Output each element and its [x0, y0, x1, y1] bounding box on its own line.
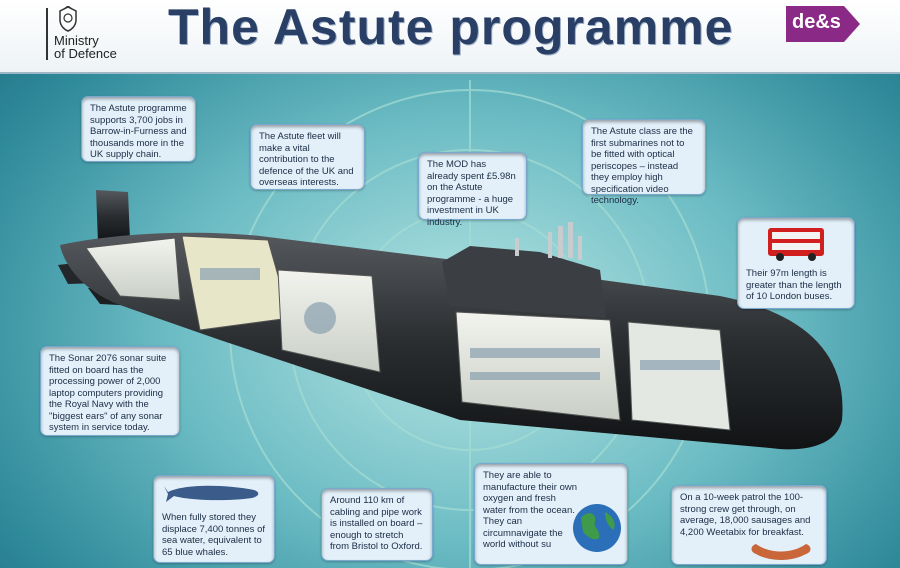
ministry-line1: Ministry	[54, 33, 99, 48]
fact-length-text: Their 97m length is greater than the len…	[746, 268, 842, 302]
page-title: The Astute programme	[168, 0, 734, 55]
sausage-icon	[751, 544, 811, 560]
aft-compartment	[85, 237, 181, 301]
fact-crew-text: On a 10-week patrol the 100-strong crew …	[680, 492, 811, 538]
fact-periscopes: The Astute class are the first submarine…	[582, 119, 706, 206]
des-logo-shape	[786, 6, 860, 42]
fact-whales-text: When fully stored they displace 7,400 to…	[162, 512, 265, 558]
des-logo: de&s	[786, 4, 860, 44]
fact-investment: The MOD has already spent £5.98n on the …	[418, 152, 527, 228]
fact-sonar: The Sonar 2076 sonar suite fitted on boa…	[40, 346, 180, 436]
fact-cabling: Around 110 km of cabling and pipe work i…	[321, 488, 433, 561]
fact-fleet-text: The Astute fleet will make a vital contr…	[259, 131, 354, 188]
des-logo-text: de&s	[792, 11, 841, 33]
submarine-fin	[442, 246, 606, 318]
fact-crew: On a 10-week patrol the 100-strong crew …	[671, 485, 827, 565]
fact-oxygen-text: They are able to manufacture their own o…	[483, 470, 577, 550]
fact-jobs-text: The Astute programme supports 3,700 jobs…	[90, 103, 187, 160]
ministry-name: Ministry of Defence	[54, 34, 117, 60]
fact-length: Their 97m length is greater than the len…	[737, 217, 855, 309]
interior-details	[200, 268, 720, 380]
upper-rudder	[96, 190, 130, 242]
ministry-of-defence-logo: Ministry of Defence	[46, 4, 156, 64]
blue-whale-icon	[164, 485, 259, 502]
header-bar: Ministry of Defence The Astute programme…	[0, 0, 900, 74]
masts	[515, 222, 582, 260]
control-room	[455, 311, 621, 421]
fact-periscopes-text: The Astute class are the first submarine…	[591, 126, 693, 206]
fact-oxygen: They are able to manufacture their own o…	[474, 463, 628, 565]
fact-fleet: The Astute fleet will make a vital contr…	[250, 124, 365, 190]
fact-sonar-text: The Sonar 2076 sonar suite fitted on boa…	[49, 353, 167, 433]
fact-whales: When fully stored they displace 7,400 to…	[153, 475, 275, 563]
globe-icon	[573, 504, 621, 552]
forward-compartment	[627, 321, 731, 431]
fact-cabling-text: Around 110 km of cabling and pipe work i…	[330, 495, 423, 552]
logo-divider	[46, 8, 48, 60]
ministry-line2: of Defence	[54, 46, 117, 61]
crest-icon	[59, 6, 77, 32]
london-bus-icon	[768, 228, 824, 261]
fact-investment-text: The MOD has already spent £5.98n on the …	[427, 159, 516, 228]
fact-jobs: The Astute programme supports 3,700 jobs…	[81, 96, 196, 162]
